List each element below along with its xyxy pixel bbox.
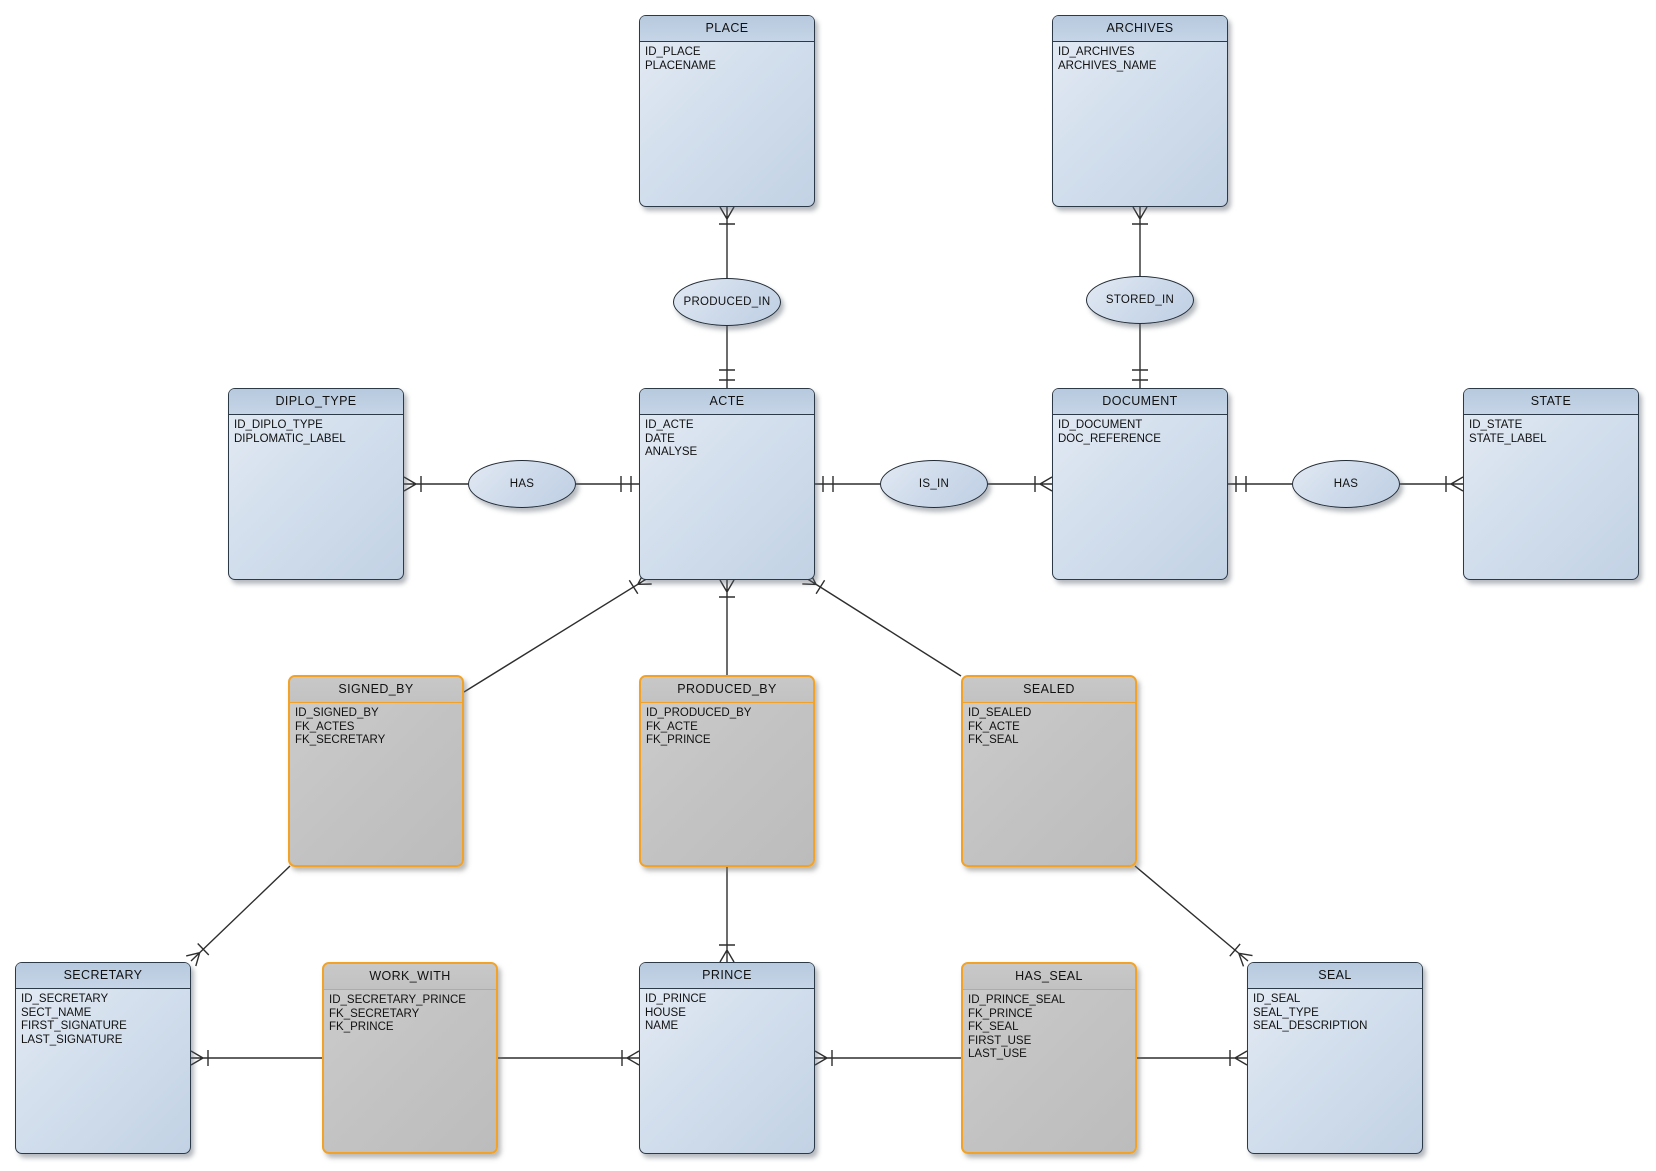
entity-has-seal-title: HAS_SEAL bbox=[963, 964, 1135, 990]
connector-secretary-work_with[interactable] bbox=[190, 1050, 322, 1066]
entity-sealed-title: SEALED bbox=[963, 677, 1135, 703]
entity-archives[interactable]: ARCHIVES ID_ARCHIVES ARCHIVES_NAME bbox=[1052, 15, 1228, 207]
entity-seal-title: SEAL bbox=[1248, 963, 1422, 989]
relationship-is-in[interactable]: IS_IN bbox=[880, 460, 988, 508]
entity-sealed[interactable]: SEALED ID_SEALED FK_ACTE FK_SEAL bbox=[961, 675, 1137, 867]
connector-has_seal-seal[interactable] bbox=[1137, 1050, 1248, 1066]
relationship-produced-in[interactable]: PRODUCED_IN bbox=[673, 278, 781, 326]
entity-seal[interactable]: SEAL ID_SEAL SEAL_TYPE SEAL_DESCRIPTION bbox=[1247, 962, 1423, 1154]
entity-state-title: STATE bbox=[1464, 389, 1638, 415]
connector-has-state[interactable] bbox=[1400, 476, 1464, 492]
relationship-has-state-label: HAS bbox=[1333, 478, 1359, 490]
relationship-stored-in-label: STORED_IN bbox=[1105, 294, 1175, 306]
entity-sealed-attributes: ID_SEALED FK_ACTE FK_SEAL bbox=[968, 707, 1032, 746]
entity-produced-by-attributes: ID_PRODUCED_BY FK_ACTE FK_PRINCE bbox=[646, 707, 752, 746]
entity-signed-by-title: SIGNED_BY bbox=[290, 677, 462, 703]
entity-place-attributes: ID_PLACE PLACENAME bbox=[645, 46, 716, 72]
connector-archives-stored_in[interactable] bbox=[1132, 206, 1148, 276]
entity-work-with[interactable]: WORK_WITH ID_SECRETARY_PRINCE FK_SECRETA… bbox=[322, 962, 498, 1154]
entity-has-seal-attributes: ID_PRINCE_SEAL FK_PRINCE FK_SEAL FIRST_U… bbox=[968, 994, 1066, 1060]
entity-place[interactable]: PLACE ID_PLACE PLACENAME bbox=[639, 15, 815, 207]
entity-acte[interactable]: ACTE ID_ACTE DATE ANALYSE bbox=[639, 388, 815, 580]
connector-work_with-prince[interactable] bbox=[498, 1050, 640, 1066]
entity-seal-attributes: ID_SEAL SEAL_TYPE SEAL_DESCRIPTION bbox=[1253, 993, 1368, 1032]
entity-work-with-title: WORK_WITH bbox=[324, 964, 496, 990]
relationship-stored-in[interactable]: STORED_IN bbox=[1086, 276, 1194, 324]
entity-prince-attributes: ID_PRINCE HOUSE NAME bbox=[645, 993, 707, 1032]
connector-acte-produced_by[interactable] bbox=[719, 579, 735, 675]
entity-document-attributes: ID_DOCUMENT DOC_REFERENCE bbox=[1058, 419, 1161, 445]
entity-state[interactable]: STATE ID_STATE STATE_LABEL bbox=[1463, 388, 1639, 580]
connector-stored_in-document[interactable] bbox=[1132, 324, 1148, 388]
entity-signed-by[interactable]: SIGNED_BY ID_SIGNED_BY FK_ACTES FK_SECRE… bbox=[288, 675, 464, 867]
entity-archives-title: ARCHIVES bbox=[1053, 16, 1227, 42]
entity-produced-by-title: PRODUCED_BY bbox=[641, 677, 813, 703]
connector-acte-is_in[interactable] bbox=[815, 476, 880, 492]
entity-work-with-attributes: ID_SECRETARY_PRINCE FK_SECRETARY FK_PRIN… bbox=[329, 994, 466, 1033]
entity-signed-by-attributes: ID_SIGNED_BY FK_ACTES FK_SECRETARY bbox=[295, 707, 386, 746]
entity-diplo-type-title: DIPLO_TYPE bbox=[229, 389, 403, 415]
entity-prince[interactable]: PRINCE ID_PRINCE HOUSE NAME bbox=[639, 962, 815, 1154]
entity-acte-attributes: ID_ACTE DATE ANALYSE bbox=[645, 419, 698, 458]
entity-secretary-attributes: ID_SECRETARY SECT_NAME FIRST_SIGNATURE L… bbox=[21, 993, 127, 1046]
entity-state-attributes: ID_STATE STATE_LABEL bbox=[1469, 419, 1547, 445]
relationship-has-state[interactable]: HAS bbox=[1292, 460, 1400, 508]
relationship-is-in-label: IS_IN bbox=[918, 478, 950, 490]
entity-prince-title: PRINCE bbox=[640, 963, 814, 989]
relationship-produced-in-label: PRODUCED_IN bbox=[683, 296, 771, 308]
entity-has-seal[interactable]: HAS_SEAL ID_PRINCE_SEAL FK_PRINCE FK_SEA… bbox=[961, 962, 1137, 1154]
connector-place-produced_in[interactable] bbox=[719, 206, 735, 278]
relationship-has-diplo[interactable]: HAS bbox=[468, 460, 576, 508]
connector-acte-sealed[interactable] bbox=[802, 571, 962, 677]
connector-sealed-seal[interactable] bbox=[1134, 865, 1253, 967]
relationship-has-diplo-label: HAS bbox=[509, 478, 535, 490]
connector-document-has[interactable] bbox=[1228, 476, 1292, 492]
connector-produced_by-prince[interactable] bbox=[719, 867, 735, 963]
entity-document-title: DOCUMENT bbox=[1053, 389, 1227, 415]
connector-prince-has_seal[interactable] bbox=[814, 1050, 961, 1066]
entity-secretary-title: SECRETARY bbox=[16, 963, 190, 989]
entity-diplo-type-attributes: ID_DIPLO_TYPE DIPLOMATIC_LABEL bbox=[234, 419, 346, 445]
entity-secretary[interactable]: SECRETARY ID_SECRETARY SECT_NAME FIRST_S… bbox=[15, 962, 191, 1154]
entity-archives-attributes: ID_ARCHIVES ARCHIVES_NAME bbox=[1058, 46, 1157, 72]
entity-acte-title: ACTE bbox=[640, 389, 814, 415]
connector-produced_in-acte[interactable] bbox=[719, 326, 735, 388]
entity-place-title: PLACE bbox=[640, 16, 814, 42]
connector-is_in-document[interactable] bbox=[988, 476, 1053, 492]
connector-signed_by-secretary[interactable] bbox=[186, 865, 291, 967]
entity-document[interactable]: DOCUMENT ID_DOCUMENT DOC_REFERENCE bbox=[1052, 388, 1228, 580]
entity-produced-by[interactable]: PRODUCED_BY ID_PRODUCED_BY FK_ACTE FK_PR… bbox=[639, 675, 815, 867]
entity-diplo-type[interactable]: DIPLO_TYPE ID_DIPLO_TYPE DIPLOMATIC_LABE… bbox=[228, 388, 404, 580]
connector-acte-signed_by[interactable] bbox=[463, 571, 652, 693]
connector-diplo_type-has[interactable] bbox=[403, 476, 468, 492]
connector-has-acte[interactable] bbox=[576, 476, 639, 492]
